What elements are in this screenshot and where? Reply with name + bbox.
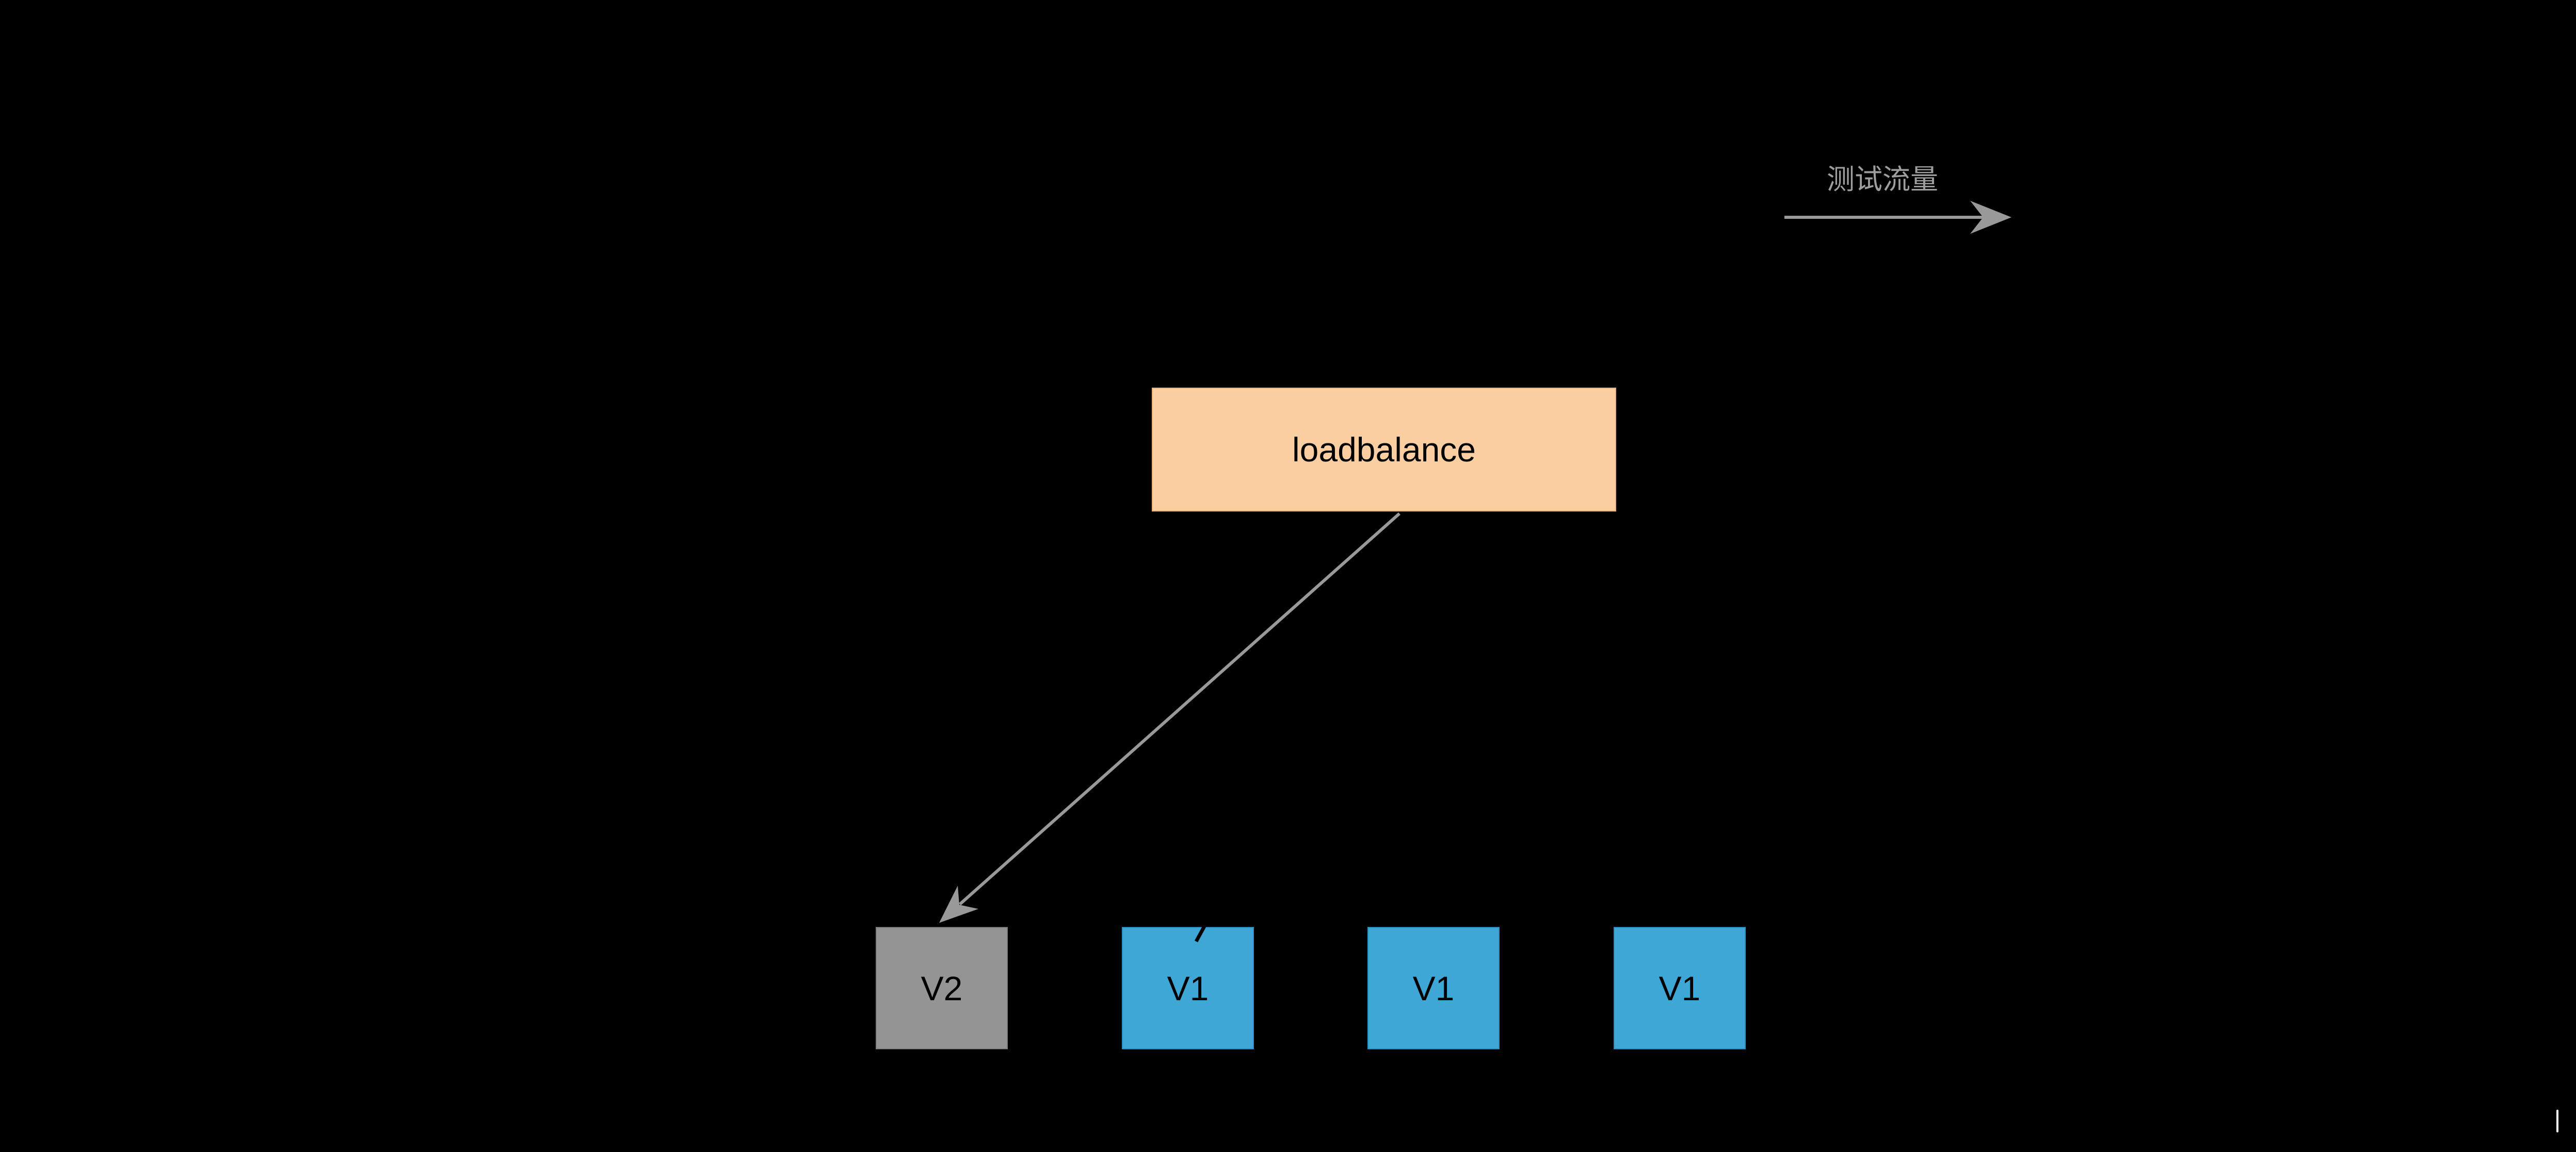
test-traffic-label: 测试流量: [1827, 164, 1938, 195]
node-v2-label: V2: [921, 969, 963, 1007]
edge-loadbalance-to-v2-head-icon: [939, 886, 978, 923]
node-v2[interactable]: V2: [876, 927, 1008, 1049]
node-v1-second[interactable]: V1: [1367, 927, 1500, 1049]
node-v1-third[interactable]: V1: [1614, 927, 1746, 1049]
node-v1-second-label: V1: [1412, 969, 1455, 1007]
node-loadbalance-label: loadbalance: [1292, 430, 1476, 469]
edge-loadbalance-to-v2: [959, 512, 1400, 906]
text-cursor: [2556, 1110, 2558, 1132]
node-v1-third-label: V1: [1659, 969, 1701, 1007]
node-v1-first[interactable]: V1: [1122, 927, 1254, 1049]
node-v1-first-label: V1: [1167, 969, 1209, 1007]
test-traffic-arrow-head-icon: [1970, 201, 2011, 234]
node-loadbalance[interactable]: loadbalance: [1152, 388, 1616, 511]
